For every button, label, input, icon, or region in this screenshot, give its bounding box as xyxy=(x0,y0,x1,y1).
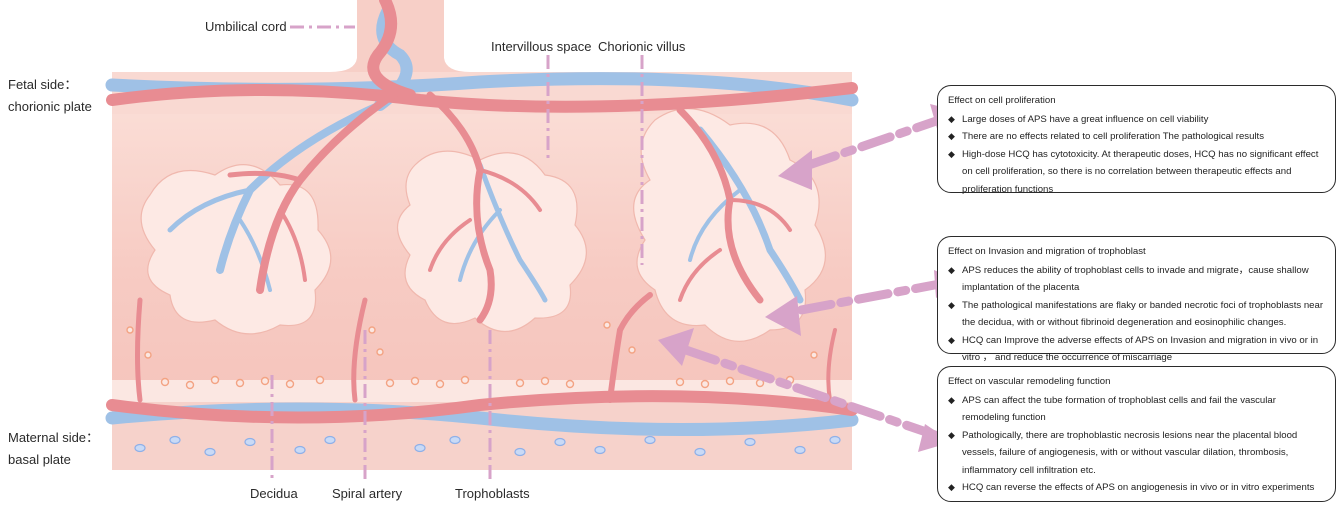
box-item: HCQ can reverse the effects of APS on an… xyxy=(948,479,1325,497)
cell-proliferation-box: Effect on cell proliferation Large doses… xyxy=(937,85,1336,193)
spiral-artery-label: Spiral artery xyxy=(332,486,402,501)
fetal-side-line2: chorionic plate xyxy=(8,96,92,118)
box-item: HCQ can Improve the adverse effects of A… xyxy=(948,332,1325,367)
box-item: There are no effects related to cell pro… xyxy=(948,128,1325,146)
box-title: Effect on vascular remodeling function xyxy=(948,373,1325,391)
box-list: APS reduces the ability of trophoblast c… xyxy=(948,262,1325,367)
fetal-side-label: Fetal side： chorionic plate xyxy=(8,74,92,118)
box-item: Pathologically, there are trophoblastic … xyxy=(948,427,1325,480)
vascular-remodeling-box: Effect on vascular remodeling function A… xyxy=(937,366,1336,502)
fetal-side-line1: Fetal side： xyxy=(8,74,92,96)
box-item: High-dose HCQ has cytotoxicity. At thera… xyxy=(948,146,1325,199)
box-title: Effect on Invasion and migration of trop… xyxy=(948,243,1325,261)
intervillous-space-label: Intervillous space xyxy=(491,39,591,54)
box-item: APS can affect the tube formation of tro… xyxy=(948,392,1325,427)
box-item: APS reduces the ability of trophoblast c… xyxy=(948,262,1325,297)
box-item: Large doses of APS have a great influenc… xyxy=(948,111,1325,129)
box-item: The pathological manifestations are flak… xyxy=(948,297,1325,332)
box-list: APS can affect the tube formation of tro… xyxy=(948,392,1325,497)
chorionic-villus-label: Chorionic villus xyxy=(598,39,685,54)
maternal-side-line2: basal plate xyxy=(8,449,99,471)
box-title: Effect on cell proliferation xyxy=(948,92,1325,110)
maternal-side-label: Maternal side： basal plate xyxy=(8,427,99,471)
trophoblasts-label: Trophoblasts xyxy=(455,486,530,501)
box-list: Large doses of APS have a great influenc… xyxy=(948,111,1325,199)
invasion-migration-box: Effect on Invasion and migration of trop… xyxy=(937,236,1336,354)
umbilical-cord-label: Umbilical cord xyxy=(205,19,287,34)
decidua-label: Decidua xyxy=(250,486,298,501)
maternal-side-line1: Maternal side： xyxy=(8,427,99,449)
